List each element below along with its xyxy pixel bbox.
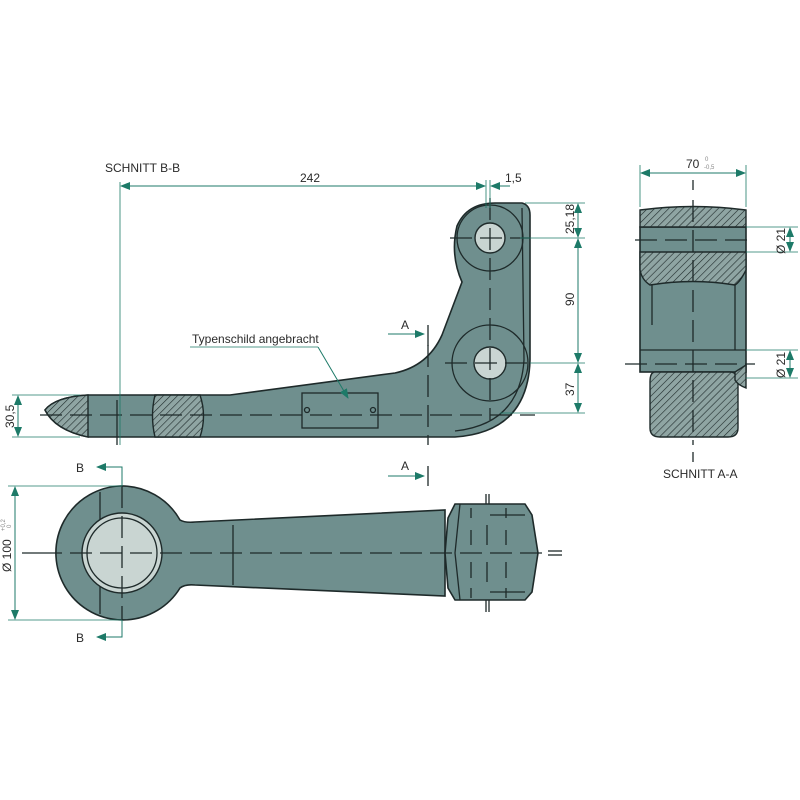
plate-rivet	[369, 406, 377, 414]
lever-plan-hub	[444, 503, 539, 601]
hatched-bottom	[649, 371, 739, 438]
dim-70-tol-upper: 0	[705, 157, 709, 163]
section-marker-b-bottom: B	[76, 631, 84, 645]
type-plate-annotation: Typenschild angebracht	[192, 332, 319, 346]
dim-90: 90	[563, 292, 577, 306]
section-bb-view: 242 1,5 SCHNITT B-B 25,18 90 37 30,5 A A…	[3, 161, 585, 486]
hatched-corner	[734, 363, 747, 390]
section-marker-a-bottom: A	[401, 459, 409, 473]
dim-1-5: 1,5	[505, 171, 522, 185]
plate-rivet	[303, 406, 311, 414]
plan-view: Ø 100 +0,2 0 B B	[0, 461, 562, 645]
dim-30-5: 30,5	[3, 404, 17, 428]
hatched-nose	[44, 394, 89, 438]
section-bb-title: SCHNITT B-B	[105, 161, 180, 175]
dim-eye-tol-lower: 0	[7, 524, 13, 528]
dim-242: 242	[300, 171, 320, 185]
section-marker-b-top: B	[76, 461, 84, 475]
section-aa-title: SCHNITT A-A	[663, 467, 737, 481]
inner-contour	[454, 207, 525, 432]
dim-bore-top: Ø 21	[774, 228, 788, 254]
dim-eye-tol-upper: +0,2	[1, 518, 7, 531]
dim-eye-diameter: Ø 100	[0, 539, 14, 572]
hub-detail-lines	[22, 494, 562, 612]
hatched-block	[151, 394, 205, 438]
lever-body-section	[44, 202, 531, 438]
dim-70: 70	[686, 157, 700, 171]
section-marker-a-top: A	[401, 318, 409, 332]
section-aa-view: 70 0 -0,5 Ø 21 Ø 21 SCHNITT A-A	[625, 157, 798, 481]
dim-37: 37	[563, 382, 577, 396]
dim-25-18: 25,18	[563, 204, 577, 234]
dim-70-tol-lower: -0,5	[704, 165, 715, 171]
dim-bore-bottom: Ø 21	[774, 352, 788, 378]
